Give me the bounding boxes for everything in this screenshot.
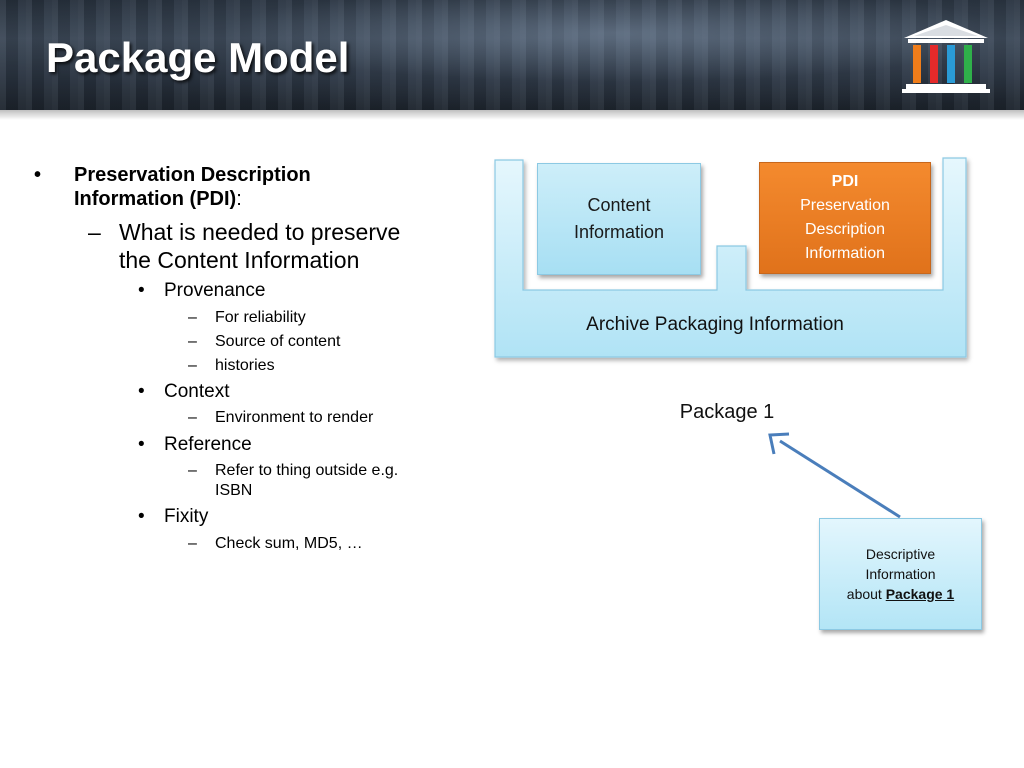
outline-heading-cont: Information (PDI):	[74, 187, 242, 211]
outline-heading: Preservation Description	[74, 163, 311, 187]
arrow-head-icon	[768, 432, 790, 455]
dash-marker: –	[188, 535, 197, 552]
desc-about: about	[846, 586, 886, 602]
dash-marker: –	[188, 333, 197, 350]
banner-texture	[0, 0, 1024, 110]
bullet-dot: •	[34, 164, 42, 186]
desc-line2: Information	[865, 566, 936, 582]
outline-sub-line1: What is needed to preserve	[119, 219, 401, 245]
library-columns-icon	[902, 20, 990, 93]
dash-marker: –	[88, 219, 101, 245]
content-line1: Content	[587, 195, 651, 215]
bullet-context: Context	[164, 381, 230, 402]
content-information-box: Content Information	[537, 163, 701, 275]
bullet-dot: •	[138, 280, 145, 301]
dash-marker: –	[188, 409, 197, 426]
dash-marker: –	[188, 357, 197, 374]
pdi-line3: Information	[804, 245, 886, 262]
item-histories: histories	[215, 357, 275, 374]
pdi-box: PDI Preservation Description Information	[759, 162, 931, 274]
item-refer-line1: Refer to thing outside e.g.	[215, 462, 399, 479]
outline-heading-line2: Information (PDI)	[74, 188, 237, 210]
bullet-provenance: Provenance	[164, 280, 266, 301]
pdi-line1: Preservation	[800, 197, 890, 214]
pdi-line2: Description	[804, 221, 886, 238]
item-environment: Environment to render	[215, 409, 374, 426]
desc-line1: Descriptive	[865, 546, 936, 562]
package-1-link[interactable]: Package 1	[885, 586, 955, 602]
content-line2: Information	[573, 222, 665, 242]
outline-heading-suffix: :	[236, 188, 242, 210]
bullet-dot: •	[138, 434, 145, 455]
outline-heading-line1: Preservation Description	[74, 164, 311, 186]
archive-packaging-shape	[494, 157, 967, 358]
bullet-dot: •	[138, 381, 145, 402]
outline-sub-line2: the Content Information	[119, 247, 360, 273]
bullet-fixity: Fixity	[164, 506, 209, 527]
descriptive-arrow-line	[779, 439, 901, 519]
item-checksum: Check sum, MD5, …	[215, 535, 363, 552]
package-1-label: Package 1	[679, 401, 775, 423]
item-reliability: For reliability	[215, 309, 306, 326]
bullet-reference: Reference	[164, 434, 252, 455]
header-banner: Package Model	[0, 0, 1024, 110]
item-source: Source of content	[215, 333, 341, 350]
pdi-title: PDI	[831, 173, 859, 190]
header-shadow	[0, 110, 1024, 120]
archive-packaging-label: Archive Packaging Information	[586, 314, 844, 335]
desc-line3: about Package 1	[847, 584, 954, 604]
bullet-dot: •	[138, 506, 145, 527]
banner-glow	[0, 0, 1024, 110]
descriptive-information-box: Descriptive Information about Package 1	[819, 518, 982, 630]
slide-title: Package Model	[46, 34, 350, 81]
item-refer-line2: ISBN	[215, 482, 253, 499]
dash-marker: –	[188, 309, 197, 326]
dash-marker: –	[188, 462, 197, 479]
